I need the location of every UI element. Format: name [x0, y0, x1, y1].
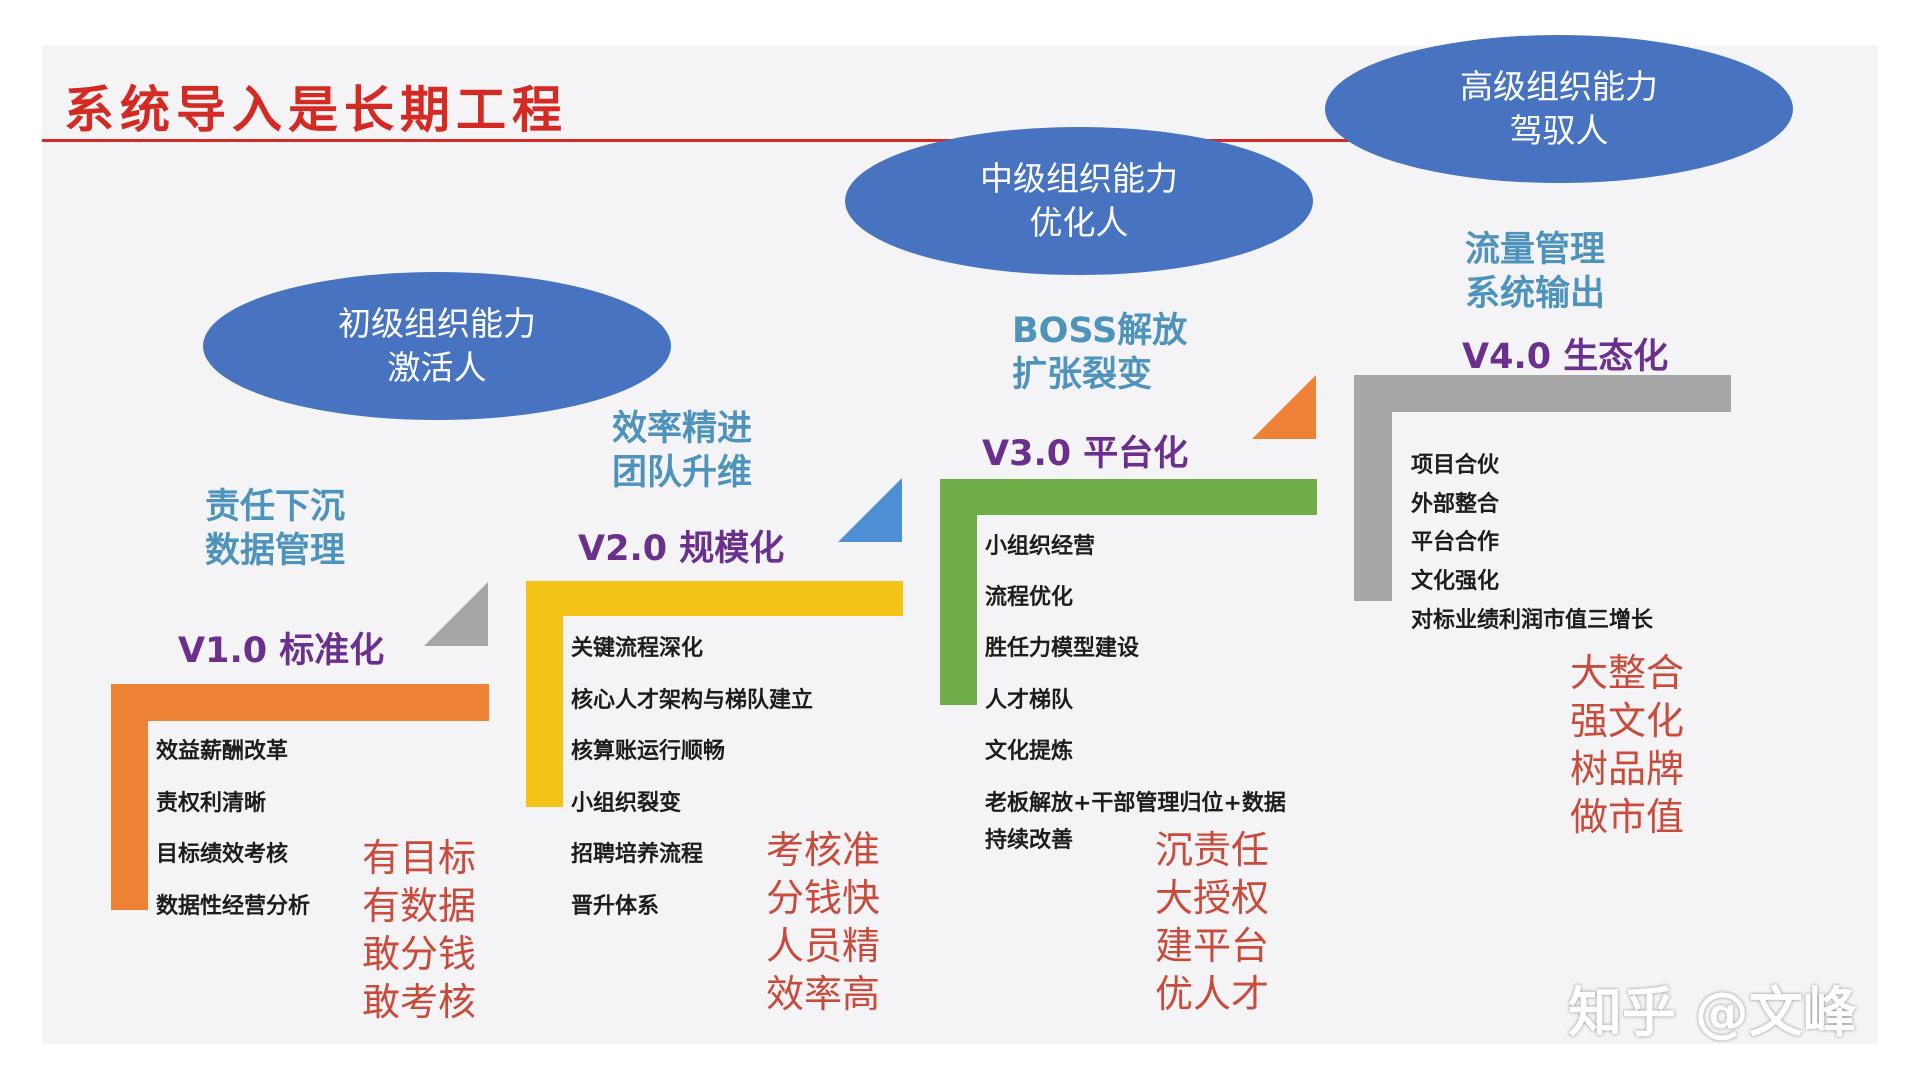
stage2-bar-vertical [526, 581, 563, 807]
stage4-notes: 流量管理 系统输出 [1465, 228, 1605, 316]
stage4-bar-vertical [1354, 375, 1392, 601]
stage3-item: 文化提炼 [985, 739, 1074, 764]
note-line: 系统输出 [1465, 274, 1606, 314]
note-line: 团队升维 [612, 453, 753, 493]
stage4-slogans: 大整合 强文化 树品牌 做市值 [1570, 649, 1684, 841]
stage2-item: 关键流程深化 [571, 636, 704, 661]
stage2-slogans: 考核准 分钱快 人员精 效率高 [766, 826, 880, 1018]
slogan-line: 人员精 [766, 924, 881, 968]
ellipse-line2: 激活人 [387, 348, 487, 387]
stage2-triangle [838, 478, 902, 542]
stage3-triangle [1252, 375, 1316, 439]
stage2-item: 招聘培养流程 [571, 842, 704, 867]
stage3-slogans: 沉责任 大授权 建平台 优人才 [1155, 826, 1269, 1018]
stage1-item: 责权利清晰 [156, 791, 267, 816]
stage1-slogans: 有目标 有数据 敢分钱 敢考核 [362, 834, 476, 1026]
ellipse-middle-capability: 中级组织能力 优化人 [845, 127, 1313, 275]
ellipse-junior-capability: 初级组织能力 激活人 [203, 272, 671, 420]
slogan-line: 树品牌 [1570, 747, 1685, 791]
ellipse-line1: 高级组织能力 [1460, 67, 1658, 106]
note-line: 责任下沉 [205, 487, 346, 527]
slogan-line: 分钱快 [766, 876, 881, 920]
note-line: 扩张裂变 [1012, 355, 1153, 395]
ellipse-senior-capability: 高级组织能力 驾驭人 [1325, 35, 1793, 183]
ellipse-line1: 初级组织能力 [338, 304, 536, 343]
stage1-item: 数据性经营分析 [156, 894, 311, 919]
slogan-line: 敢考核 [362, 980, 477, 1024]
stage2-item: 晋升体系 [571, 894, 660, 919]
stage4-version: V4.0 生态化 [1462, 337, 1669, 377]
stage4-item: 项目合伙 [1411, 453, 1500, 478]
stage1-version: V1.0 标准化 [178, 631, 385, 671]
stage1-item: 效益薪酬改革 [156, 739, 289, 764]
stage3-item: 老板解放+干部管理归位+数据 [985, 791, 1286, 816]
slogan-line: 大整合 [1570, 651, 1685, 695]
stage4-item: 平台合作 [1411, 530, 1500, 555]
page-title: 系统导入是长期工程 [64, 80, 568, 139]
stage3-version: V3.0 平台化 [982, 434, 1189, 474]
note-line: 效率精进 [612, 409, 753, 449]
stage3-notes: BOSS解放 扩张裂变 [1012, 309, 1187, 397]
stage2-notes: 效率精进 团队升维 [612, 407, 752, 495]
slogan-line: 考核准 [766, 828, 881, 872]
title-underline [42, 139, 1472, 142]
stage1-notes: 责任下沉 数据管理 [205, 485, 345, 573]
slogan-line: 有数据 [362, 884, 477, 928]
stage3-item: 胜任力模型建设 [985, 636, 1140, 661]
note-line: 流量管理 [1465, 230, 1606, 270]
stage3-item: 小组织经营 [985, 534, 1096, 559]
stage3-bar-vertical [940, 479, 977, 705]
slogan-line: 做市值 [1570, 795, 1685, 839]
stage4-item: 文化强化 [1411, 569, 1500, 594]
stage4-item: 对标业绩利润市值三增长 [1411, 608, 1654, 633]
ellipse-line1: 中级组织能力 [980, 159, 1178, 198]
stage3-item: 流程优化 [985, 585, 1074, 610]
slogan-line: 建平台 [1155, 924, 1270, 968]
stage2-item: 核算账运行顺畅 [571, 739, 726, 764]
stage1-item: 目标绩效考核 [156, 842, 289, 867]
stage2-item: 小组织裂变 [571, 791, 682, 816]
stage3-item: 持续改善 [985, 828, 1074, 853]
stage4-item: 外部整合 [1411, 492, 1500, 517]
stage2-version: V2.0 规模化 [578, 529, 785, 569]
stage2-bar-horizontal [526, 581, 903, 616]
note-line: 数据管理 [205, 531, 346, 571]
watermark: 知乎 @文峰 [1568, 981, 1857, 1044]
stage1-triangle [424, 582, 488, 646]
slogan-line: 强文化 [1570, 699, 1685, 743]
stage3-bar-horizontal [940, 479, 1317, 515]
stage3-item: 人才梯队 [985, 688, 1074, 713]
slogan-line: 沉责任 [1155, 828, 1270, 872]
slogan-line: 有目标 [362, 836, 477, 880]
stage1-bar-horizontal [111, 684, 489, 721]
slogan-line: 效率高 [766, 972, 881, 1016]
stage2-item: 核心人才架构与梯队建立 [571, 688, 814, 713]
ellipse-line2: 优化人 [1029, 203, 1129, 242]
note-line: BOSS解放 [1012, 311, 1188, 351]
slogan-line: 敢分钱 [362, 932, 477, 976]
ellipse-line2: 驾驭人 [1509, 111, 1609, 150]
slogan-line: 优人才 [1155, 972, 1270, 1016]
stage1-bar-vertical [111, 684, 148, 910]
stage4-bar-horizontal [1354, 375, 1731, 412]
slogan-line: 大授权 [1155, 876, 1270, 920]
